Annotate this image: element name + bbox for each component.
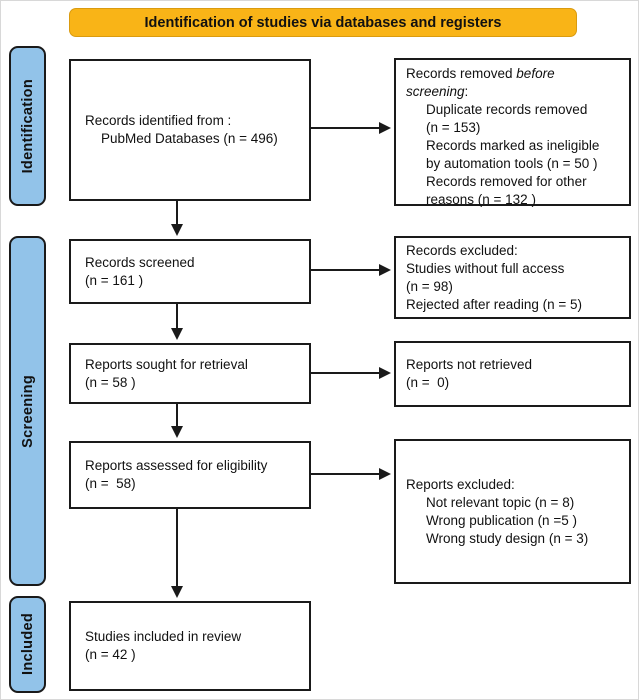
box-reports-not-retrieved: Reports not retrieved (n = 0) <box>394 341 631 407</box>
reports-excluded-title: Reports excluded: <box>406 476 515 492</box>
box-reports-assessed: Reports assessed for eligibility (n = 58… <box>69 441 311 509</box>
stage-label-identification: Identification <box>9 46 46 206</box>
records-removed-item: Records marked as ineligible <box>426 138 600 153</box>
records-removed-item: Records removed for other <box>426 174 587 189</box>
records-excluded-line: Rejected after reading (n = 5) <box>406 296 582 312</box>
box-reports-excluded: Reports excluded: Not relevant topic (n … <box>394 439 631 584</box>
banner: Identification of studies via databases … <box>69 8 577 37</box>
records-removed-item: reasons (n = 132 ) <box>426 192 536 207</box>
reports-assessed-line2: (n = 58) <box>85 476 136 491</box>
reports-sought-line1: Reports sought for retrieval <box>85 356 248 372</box>
records-excluded-line: Records excluded: <box>406 242 518 258</box>
stage-label-identification-text: Identification <box>19 78 36 174</box>
records-removed-item: (n = 153) <box>426 120 481 135</box>
box-records-identified: Records identified from : PubMed Databas… <box>69 59 311 201</box>
records-identified-line1: Records identified from : <box>85 113 232 128</box>
studies-included-line1: Studies included in review <box>85 629 242 644</box>
records-excluded-line: (n = 98) <box>406 278 453 294</box>
stage-label-included-text: Included <box>19 613 36 676</box>
box-studies-included: Studies included in review (n = 42 ) <box>69 601 311 691</box>
box-records-screened: Records screened (n = 161 ) <box>69 239 311 304</box>
records-removed-item: Duplicate records removed <box>426 102 588 117</box>
reports-excluded-item: Not relevant topic (n = 8) <box>426 494 575 510</box>
reports-sought-line2: (n = 58 ) <box>85 374 136 390</box>
records-removed-intro-line1: Records removed before <box>406 66 555 81</box>
studies-included-line2: (n = 42 ) <box>85 647 136 662</box>
box-reports-sought: Reports sought for retrieval (n = 58 ) <box>69 343 311 404</box>
stage-label-screening-text: Screening <box>19 374 36 448</box>
records-removed-item: by automation tools (n = 50 ) <box>426 156 598 171</box>
box-records-excluded: Records excluded: Studies without full a… <box>394 236 631 319</box>
box-records-removed: Records removed before screening: Duplic… <box>394 58 631 207</box>
records-excluded-line: Studies without full access <box>406 260 565 276</box>
records-removed-intro-line2: screening: <box>406 84 469 99</box>
reports-not-retrieved-line1: Reports not retrieved <box>406 357 533 372</box>
records-screened-line2: (n = 161 ) <box>85 272 144 288</box>
stage-label-included: Included <box>9 596 46 693</box>
reports-excluded-item: Wrong publication (n =5 ) <box>426 512 577 528</box>
records-identified-line2: PubMed Databases (n = 496) <box>101 131 278 146</box>
stage-label-screening: Screening <box>9 236 46 586</box>
records-screened-line1: Records screened <box>85 254 195 270</box>
reports-assessed-line1: Reports assessed for eligibility <box>85 458 268 473</box>
reports-excluded-item: Wrong study design (n = 3) <box>426 530 589 546</box>
reports-not-retrieved-line2: (n = 0) <box>406 375 450 390</box>
banner-label: Identification of studies via databases … <box>144 14 502 31</box>
